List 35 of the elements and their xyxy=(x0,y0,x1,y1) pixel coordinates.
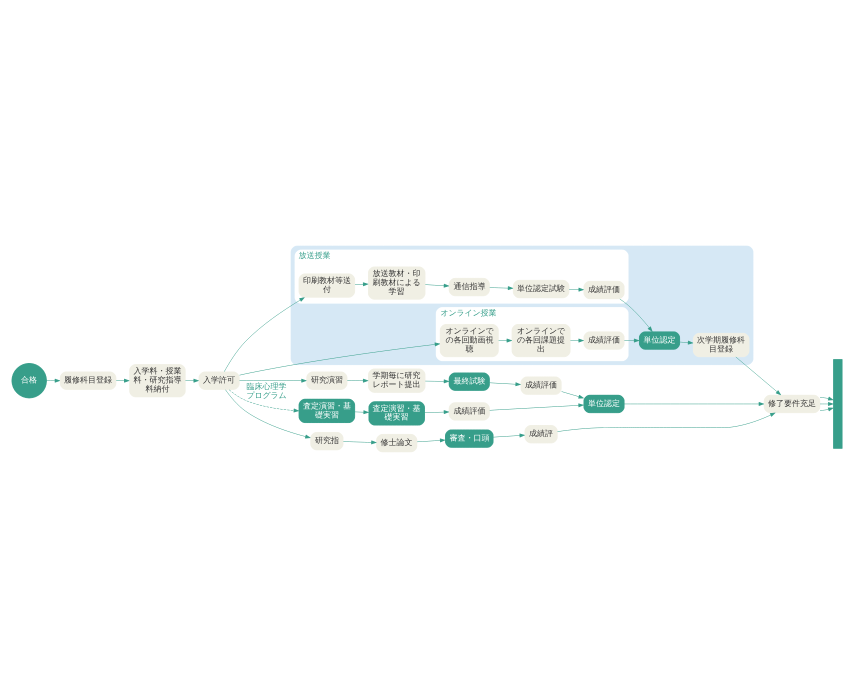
arrow xyxy=(820,401,834,406)
arrow xyxy=(498,338,512,342)
arrow xyxy=(680,340,694,344)
arrow xyxy=(425,378,450,383)
arrow xyxy=(568,287,584,292)
arrow xyxy=(116,378,130,382)
arrow xyxy=(820,396,834,400)
arrow xyxy=(624,338,640,342)
arrow xyxy=(425,283,450,288)
arrow xyxy=(561,390,584,398)
arrow xyxy=(624,401,764,406)
arrow xyxy=(225,388,311,438)
arrow xyxy=(354,410,369,414)
arrow xyxy=(343,440,377,444)
arrow xyxy=(424,410,450,414)
arrow xyxy=(416,438,446,442)
cluster xyxy=(290,245,754,365)
arrow xyxy=(239,342,440,375)
arrow xyxy=(185,378,199,382)
arrow xyxy=(347,378,368,382)
arrow xyxy=(354,282,368,286)
arrow xyxy=(46,378,60,382)
arrow xyxy=(620,298,653,332)
node-bar xyxy=(833,358,843,448)
arrow xyxy=(570,338,584,342)
arrow xyxy=(489,382,521,386)
arrow xyxy=(228,388,300,412)
arrow xyxy=(736,356,782,395)
arrow xyxy=(239,378,307,382)
arrow xyxy=(224,296,305,372)
arrow xyxy=(493,433,525,437)
arrow xyxy=(489,402,584,410)
arrow xyxy=(557,412,776,432)
arrow xyxy=(820,406,834,411)
arrow xyxy=(489,286,514,290)
